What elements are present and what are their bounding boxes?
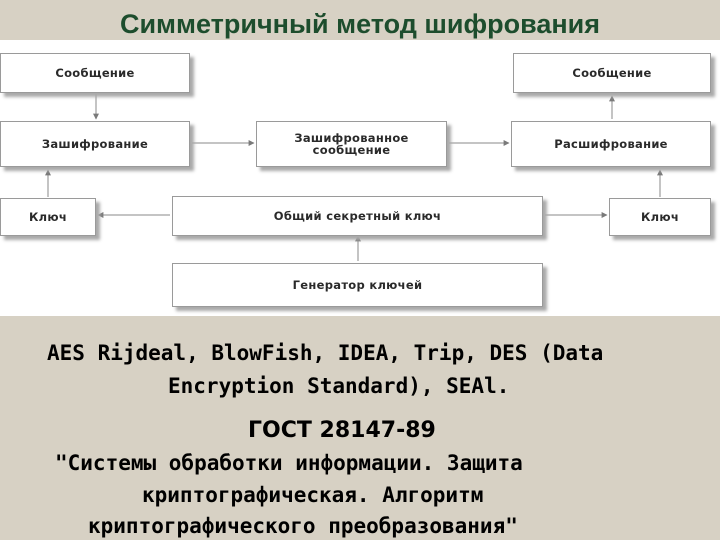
encrypted-message-label-1: Зашифрованное bbox=[294, 131, 409, 145]
standard-title-line-3: криптографического преобразования" bbox=[88, 514, 518, 538]
algorithms-line-1: AES Rijdeal, BlowFish, IDEA, Trip, DES (… bbox=[47, 341, 604, 365]
message-left-label: Сообщение bbox=[55, 66, 135, 80]
key-generator-box: Генератор ключей bbox=[172, 263, 543, 307]
message-right-box: Сообщение bbox=[513, 53, 711, 93]
encrypted-message-box: Зашифрованное сообщение bbox=[256, 121, 447, 167]
standard-title-line-1: "Системы обработки информации. Защита bbox=[55, 451, 523, 475]
slide-text-block: AES Rijdeal, BlowFish, IDEA, Trip, DES (… bbox=[0, 316, 720, 540]
decryption-box: Расшифрование bbox=[511, 121, 711, 167]
encryption-box: Зашифрование bbox=[0, 121, 190, 167]
gost-standard-number: ГОСТ 28147-89 bbox=[248, 418, 436, 443]
algorithms-line-2: Encryption Standard), SEAl. bbox=[168, 374, 510, 398]
shared-key-label: Общий секретный ключ bbox=[273, 209, 442, 223]
encrypted-message-label-2: сообщение bbox=[312, 143, 391, 157]
key-right-box: Ключ bbox=[609, 198, 711, 236]
key-left-label: Ключ bbox=[28, 210, 68, 224]
diagram-connectors bbox=[45, 94, 663, 261]
key-right-label: Ключ bbox=[640, 210, 680, 224]
decryption-label: Расшифрование bbox=[554, 137, 668, 151]
shared-key-box: Общий секретный ключ bbox=[172, 196, 543, 236]
message-left-box: Сообщение bbox=[0, 53, 190, 93]
message-right-label: Сообщение bbox=[572, 66, 652, 80]
key-generator-label: Генератор ключей bbox=[292, 278, 423, 292]
slide-title: Симметричный метод шифрования bbox=[119, 9, 601, 39]
symmetric-encryption-diagram: Сообщение Сообщение Зашифрование Зашифро… bbox=[0, 40, 720, 316]
standard-title-line-2: криптографическая. Алгоритм bbox=[142, 483, 484, 507]
encryption-label: Зашифрование bbox=[41, 137, 149, 151]
key-left-box: Ключ bbox=[0, 198, 96, 236]
